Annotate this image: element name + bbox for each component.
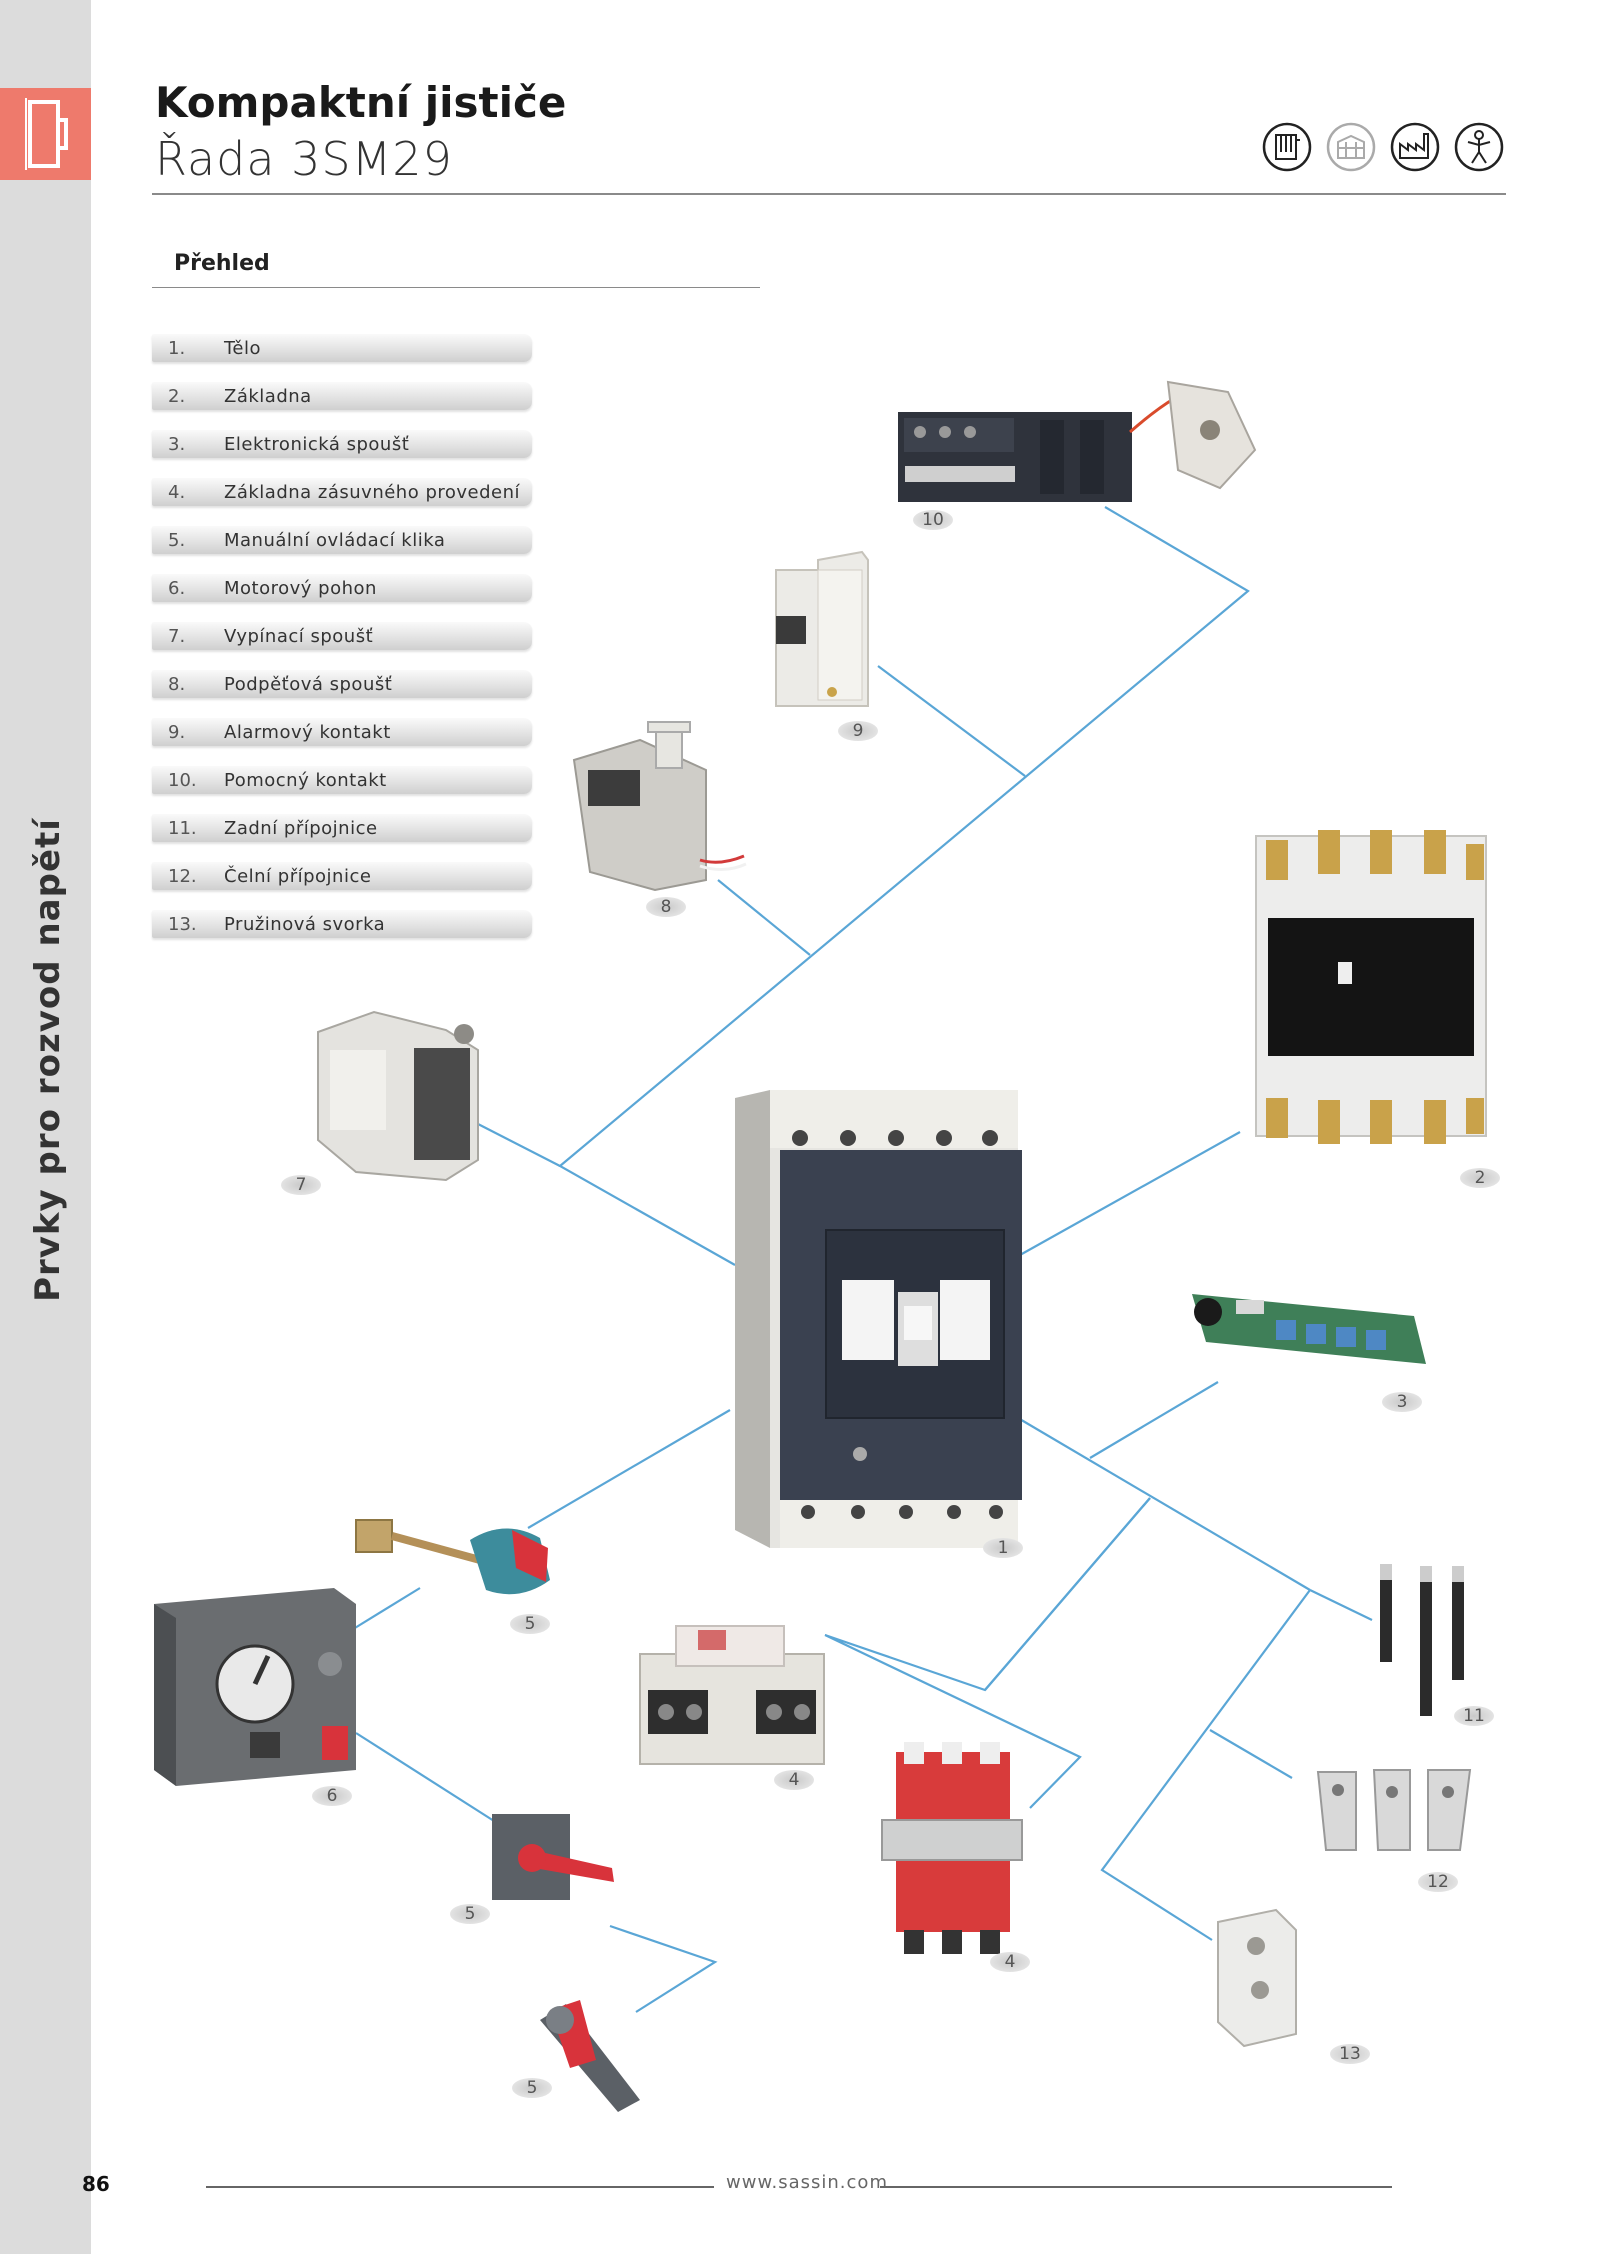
item-label: Zadní přípojnice (224, 818, 378, 839)
item-label: Pružinová svorka (224, 914, 386, 935)
item-number: 7. (168, 626, 186, 647)
item-label: Podpěťová spoušť (224, 674, 393, 695)
item-number: 2. (168, 386, 186, 407)
list-item: 12. Čelní přípojnice (152, 862, 532, 890)
overview-heading: Přehled (174, 251, 270, 276)
plug-in-base-upper-illustration (639, 1625, 825, 1765)
list-item: 5. Manuální ovládací klika (152, 526, 532, 554)
callout-9: 9 (838, 721, 878, 741)
undervoltage-release-illustration (572, 721, 747, 892)
item-label: Čelní přípojnice (224, 866, 372, 887)
callout-13: 13 (1330, 2044, 1370, 2064)
spring-terminal-illustration (1217, 1908, 1297, 2048)
item-number: 6. (168, 578, 186, 599)
motor-drive-illustration (154, 1588, 356, 1786)
list-item: 1. Tělo (152, 334, 532, 362)
list-item: 3. Elektronická spoušť (152, 430, 532, 458)
footer-line-left (206, 2186, 714, 2188)
base-illustration (1255, 830, 1487, 1144)
list-item: 2. Základna (152, 382, 532, 410)
footer-url: www.sassin.com (726, 2172, 888, 2193)
item-number: 3. (168, 434, 186, 455)
front-connection-illustration (1316, 1769, 1472, 1851)
item-number: 9. (168, 722, 186, 743)
item-label: Vypínací spoušť (224, 626, 374, 647)
item-label: Manuální ovládací klika (224, 530, 446, 551)
callout-3: 3 (1382, 1392, 1422, 1412)
list-item: 13. Pružinová svorka (152, 910, 532, 938)
list-item: 11. Zadní přípojnice (152, 814, 532, 842)
item-label: Motorový pohon (224, 578, 377, 599)
footer-line-right (880, 2186, 1392, 2188)
callout-4a: 4 (774, 1770, 814, 1790)
rotary-handle-small-illustration (355, 1519, 550, 1595)
item-number: 5. (168, 530, 186, 551)
auxiliary-contact-illustration (898, 380, 1257, 502)
parts-list: 1.Tělo 2.Základna 3.Elektronická spoušť … (152, 334, 532, 958)
callout-1: 1 (983, 1538, 1023, 1558)
callout-10: 10 (913, 510, 953, 530)
person-icon (1454, 122, 1504, 172)
door-handle-illustration (492, 1814, 614, 1900)
item-label: Základna (224, 386, 312, 407)
page-title: Kompaktní jističe (155, 78, 567, 127)
callout-2: 2 (1460, 1168, 1500, 1188)
page-number: 86 (82, 2172, 110, 2196)
callout-8: 8 (646, 897, 686, 917)
rear-connection-illustration (1380, 1564, 1464, 1716)
item-number: 8. (168, 674, 186, 695)
factory-icon (1390, 122, 1440, 172)
callout-5c: 5 (512, 2078, 552, 2098)
breaker-body-illustration (735, 1090, 1022, 1548)
connector-lines (349, 506, 1373, 2013)
callout-5b: 5 (450, 1904, 490, 1924)
item-label: Alarmový kontakt (224, 722, 391, 743)
list-item: 4. Základna zásuvného provedení (152, 478, 532, 506)
item-label: Základna zásuvného provedení (224, 482, 521, 503)
item-label: Elektronická spoušť (224, 434, 410, 455)
building-icon (1326, 122, 1376, 172)
application-icons (1262, 122, 1504, 172)
callout-4b: 4 (990, 1952, 1030, 1972)
plug-in-base-red-illustration (881, 1742, 1023, 1954)
item-number: 1. (168, 338, 186, 359)
shunt-release-illustration (317, 1010, 479, 1182)
callout-6: 6 (312, 1786, 352, 1806)
callout-7: 7 (281, 1175, 321, 1195)
alarm-contact-illustration (775, 550, 869, 707)
electronic-trip-unit-illustration (1192, 1294, 1426, 1364)
list-item: 7. Vypínací spoušť (152, 622, 532, 650)
list-item: 9. Alarmový kontakt (152, 718, 532, 746)
item-number: 10. (168, 770, 197, 791)
callout-11: 11 (1454, 1706, 1494, 1726)
sidebar (0, 0, 91, 2254)
overview-divider (152, 287, 760, 288)
header-divider (152, 193, 1506, 195)
page-subtitle: Řada 3SM29 (155, 132, 453, 186)
list-item: 6. Motorový pohon (152, 574, 532, 602)
list-item: 8. Podpěťová spoušť (152, 670, 532, 698)
list-item: 10. Pomocný kontakt (152, 766, 532, 794)
item-label: Tělo (224, 338, 262, 359)
control-panel-icon (1262, 122, 1312, 172)
item-number: 13. (168, 914, 197, 935)
item-number: 4. (168, 482, 186, 503)
item-label: Pomocný kontakt (224, 770, 387, 791)
extended-handle-illustration (540, 2000, 640, 2112)
section-tab (0, 88, 91, 180)
circuit-breaker-icon (25, 98, 68, 170)
callout-5a: 5 (510, 1614, 550, 1634)
item-number: 11. (168, 818, 197, 839)
callout-12: 12 (1418, 1872, 1458, 1892)
item-number: 12. (168, 866, 197, 887)
